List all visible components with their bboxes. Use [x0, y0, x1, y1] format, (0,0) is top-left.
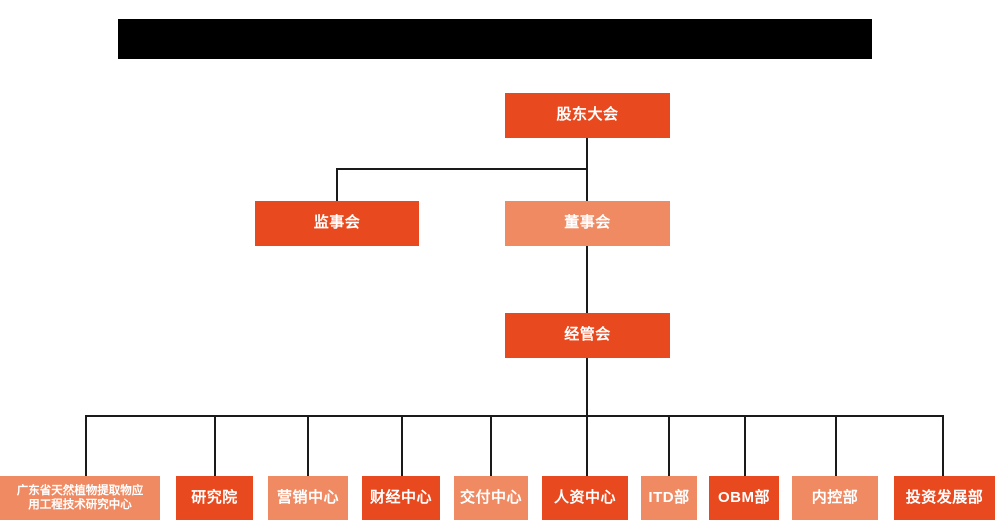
connector-down-supervisors	[336, 168, 338, 201]
node-institute[interactable]: 研究院	[176, 476, 253, 520]
node-label-finance-center: 财经中心	[369, 488, 432, 506]
node-investment-development-department[interactable]: 投资发展部	[894, 476, 995, 520]
node-finance-center[interactable]: 财经中心	[362, 476, 440, 520]
redacted-title-bar	[118, 19, 872, 59]
connector-drop-finance	[401, 415, 403, 476]
connector-drop-delivery	[490, 415, 492, 476]
node-label-delivery-center: 交付中心	[459, 488, 522, 506]
connector-level2-bus	[336, 168, 588, 170]
node-label-management-committee: 经管会	[564, 326, 611, 344]
node-hr-center[interactable]: 人资中心	[542, 476, 628, 520]
node-label-guangdong-research-center-line2: 用工程技术研究中心	[28, 499, 132, 511]
node-internal-control-department[interactable]: 内控部	[792, 476, 878, 520]
node-shareholders-meeting[interactable]: 股东大会	[505, 93, 670, 138]
node-label-board-of-supervisors: 监事会	[313, 214, 361, 232]
node-label-shareholders-meeting: 股东大会	[556, 106, 619, 124]
node-management-committee[interactable]: 经管会	[505, 313, 670, 358]
connector-drop-obm	[744, 415, 746, 476]
node-label-board-of-directors: 董事会	[564, 214, 611, 232]
node-obm-department[interactable]: OBM部	[709, 476, 779, 520]
node-label-internal-control-department: 内控部	[811, 488, 859, 506]
connector-directors-to-management	[586, 246, 588, 313]
connector-drop-itd	[668, 415, 670, 476]
node-board-of-supervisors[interactable]: 监事会	[255, 201, 419, 246]
connector-drop-hr	[586, 415, 588, 476]
node-label-marketing-center: 营销中心	[276, 488, 339, 506]
connector-drop-marketing	[307, 415, 309, 476]
node-label-guangdong-research-center-line1: 广东省天然植物提取物应	[16, 484, 144, 497]
node-board-of-directors[interactable]: 董事会	[505, 201, 670, 246]
connector-drop-institute	[214, 415, 216, 476]
node-itd-department[interactable]: ITD部	[641, 476, 697, 520]
connector-management-down	[586, 358, 588, 416]
connector-shareholders-down	[586, 138, 588, 169]
node-label-itd-department: ITD部	[648, 488, 690, 506]
connector-departments-bus	[85, 415, 943, 417]
connector-drop-investment	[942, 415, 944, 476]
node-marketing-center[interactable]: 营销中心	[268, 476, 348, 520]
connector-drop-research-center	[85, 415, 87, 476]
node-label-investment-development-department: 投资发展部	[905, 488, 984, 506]
node-label-obm-department: OBM部	[718, 488, 770, 506]
node-guangdong-research-center[interactable]: 广东省天然植物提取物应 用工程技术研究中心	[0, 476, 160, 520]
node-label-institute: 研究院	[191, 488, 238, 506]
connector-drop-internal-control	[835, 415, 837, 476]
connector-down-directors	[586, 168, 588, 201]
node-delivery-center[interactable]: 交付中心	[454, 476, 528, 520]
node-label-hr-center: 人资中心	[553, 488, 616, 506]
